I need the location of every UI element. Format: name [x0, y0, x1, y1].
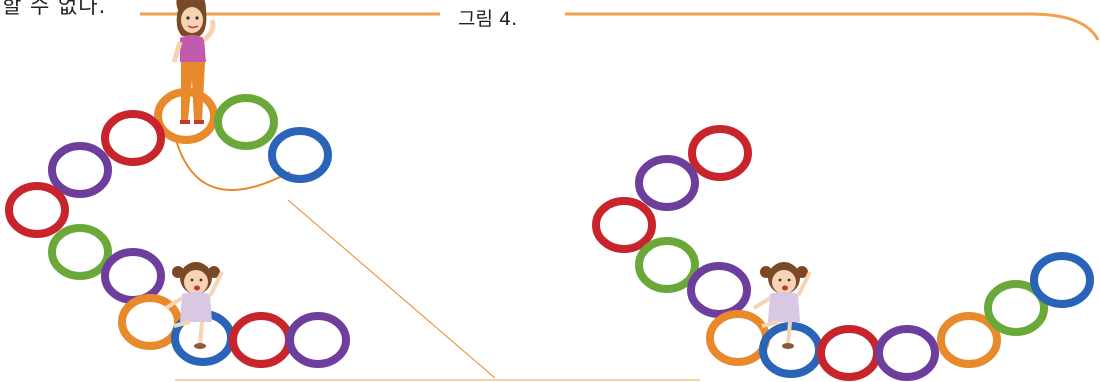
- ring-blue: [1034, 256, 1090, 304]
- ring-purple: [105, 252, 161, 300]
- ring-red: [821, 329, 877, 377]
- ring-green: [218, 98, 274, 146]
- jump-guide: [176, 140, 495, 378]
- ring-blue: [272, 131, 328, 179]
- ring-red: [105, 114, 161, 162]
- right-ring-path: [596, 129, 1090, 377]
- ring-purple: [879, 329, 935, 377]
- pointer-line: [288, 200, 495, 378]
- ring-red: [692, 129, 748, 177]
- ring-green: [52, 228, 108, 276]
- ring-orange: [710, 314, 766, 362]
- ring-purple: [290, 316, 346, 364]
- ring-purple: [691, 266, 747, 314]
- frame-top-right-line: [565, 14, 1098, 40]
- ring-red: [596, 201, 652, 249]
- ring-blue: [763, 326, 819, 374]
- ring-red: [233, 316, 289, 364]
- ring-purple: [639, 159, 695, 207]
- ring-red: [9, 186, 65, 234]
- ring-purple: [52, 146, 108, 194]
- ring-green: [639, 241, 695, 289]
- ring-orange: [941, 316, 997, 364]
